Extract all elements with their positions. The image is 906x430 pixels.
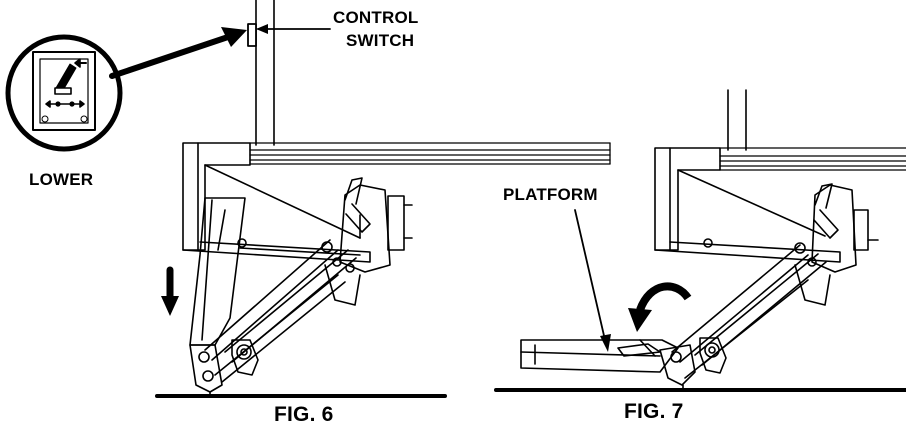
fig7-pins [703, 238, 817, 267]
inset-leader-arrow [109, 27, 247, 79]
fig7-handle [813, 183, 839, 239]
control-switch-box [247, 23, 257, 47]
fig6-vehicle-floor [249, 142, 611, 165]
fig7-caption: FIG. 7 [624, 400, 684, 423]
control-switch-leader [256, 24, 331, 34]
fig7-hinge-housing [794, 184, 879, 306]
control-switch-inset [5, 34, 123, 152]
fig6-lift-assembly [155, 0, 611, 398]
lower-label: LOWER [29, 170, 94, 189]
fig7-mast [727, 89, 747, 151]
fig6-mast [255, 0, 275, 146]
fig6-caption: FIG. 6 [274, 403, 334, 426]
control-switch-label-line1: CONTROL [333, 8, 419, 27]
platform-leader [574, 209, 611, 352]
fig7-unfolded-platform [520, 339, 679, 373]
fig7-support-arm [654, 241, 841, 263]
fig7-vehicle-floor [719, 147, 906, 171]
fig6-lift-arms [204, 239, 357, 383]
lower-down-arrow [161, 266, 179, 316]
control-switch-label-line2: SWITCH [346, 31, 415, 50]
fig6-handle [344, 177, 371, 233]
fig7-frame [654, 147, 826, 251]
fig7-lift-assembly [494, 89, 906, 392]
fig7-lower-pivot [659, 337, 727, 391]
fig6-pins [237, 238, 355, 273]
fig6-frame [182, 142, 361, 251]
fig7-lift-arms [671, 244, 827, 379]
fig6-lower-pivot [189, 339, 259, 397]
platform-label: PLATFORM [503, 185, 598, 204]
platform-rotate-arrow [628, 282, 692, 332]
